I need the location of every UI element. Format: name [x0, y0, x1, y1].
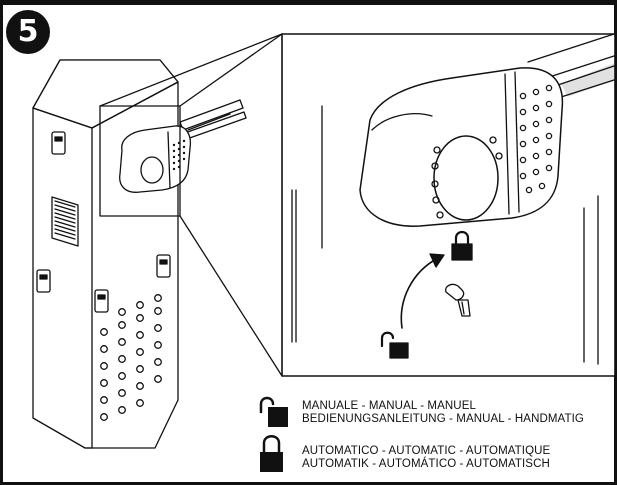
- legend-manual-line1: MANUALE - MANUAL - MANUEL: [302, 400, 476, 412]
- legend-automatic-text: AUTOMATICO - AUTOMATIC - AUTOMATIQUE AUT…: [302, 445, 550, 471]
- barrier-arm: [179, 99, 247, 141]
- legend-automatic-line1: AUTOMATICO - AUTOMATIC - AUTOMATIQUE: [302, 445, 551, 457]
- zoom-panel: [281, 33, 616, 377]
- legend-unlocked-padlock-icon: [259, 396, 288, 427]
- zoom-callout: [99, 33, 283, 377]
- legend-automatic: AUTOMATICO - AUTOMATIC - AUTOMATIQUE AUT…: [302, 445, 550, 471]
- legend-locked-padlock-icon: [260, 435, 283, 472]
- legend-automatic-line2: AUTOMATIK - AUTOMÁTICO - AUTOMATISCH: [302, 458, 550, 470]
- step-number-badge: 5: [6, 10, 50, 54]
- legend-manual-text: MANUALE - MANUAL - MANUEL BEDIENUNGSANLE…: [302, 400, 584, 426]
- cabinet-handles: [36, 131, 171, 313]
- legend-manual-line2: BEDIENUNGSANLEITUNG - MANUAL - HANDMATIG: [302, 413, 584, 425]
- cabinet-holes: [100, 294, 162, 421]
- motor-cover-small: [119, 125, 192, 193]
- vent-grille: [51, 196, 79, 247]
- legend-manual: MANUALE - MANUAL - MANUEL BEDIENUNGSANLE…: [302, 400, 584, 426]
- barrier-cabinet: [32, 59, 179, 449]
